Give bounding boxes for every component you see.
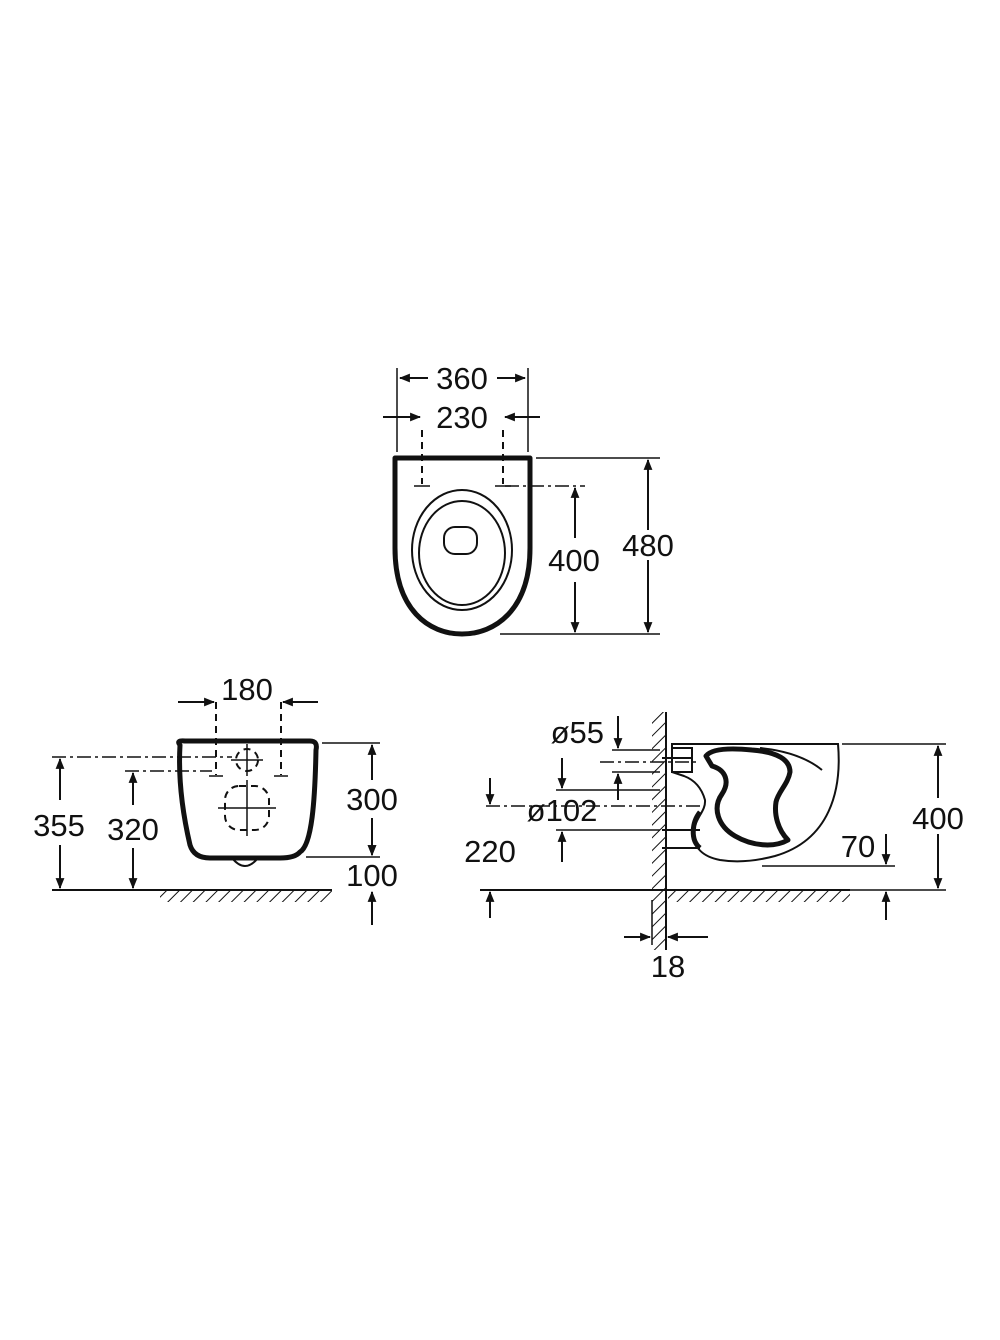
dim-height-fixing: 320 <box>107 812 159 847</box>
top-view: 360 230 400 480 <box>383 361 674 637</box>
side-view: ø55 ø102 220 18 70 400 <box>464 712 964 984</box>
top-view-seat-inner <box>418 500 506 606</box>
dim-total-height: 400 <box>912 801 964 836</box>
top-view-flush-opening <box>443 526 478 555</box>
front-view-floor-hatch <box>160 891 332 902</box>
front-view-outlet <box>231 857 259 867</box>
dim-clearance: 100 <box>346 858 398 893</box>
dim-rim-offset: 70 <box>841 829 875 864</box>
dim-wall-thickness: 18 <box>651 949 685 984</box>
side-view-bowl-outline <box>671 743 840 863</box>
dim-depth-fixing: 400 <box>548 543 600 578</box>
dim-body-height: 300 <box>346 782 398 817</box>
dim-outlet-height: 220 <box>464 834 516 869</box>
dim-width-fixing: 230 <box>436 400 488 435</box>
front-view: 180 355 320 300 100 <box>33 672 398 925</box>
dim-outlet-diameter: ø102 <box>527 793 598 828</box>
dim-height-top: 355 <box>33 808 85 843</box>
dim-fixing-spacing: 180 <box>221 672 273 707</box>
dim-inlet-diameter: ø55 <box>551 715 604 750</box>
front-view-bowl-outline <box>176 738 319 861</box>
top-view-bowl-outline <box>392 455 533 637</box>
side-view-floor-hatch <box>668 891 850 902</box>
dim-width-total: 360 <box>436 361 488 396</box>
top-view-seat-ring <box>411 489 513 611</box>
dim-depth-total: 480 <box>622 528 674 563</box>
side-view-trap <box>703 746 793 848</box>
side-view-inlet-pipe <box>671 747 693 773</box>
